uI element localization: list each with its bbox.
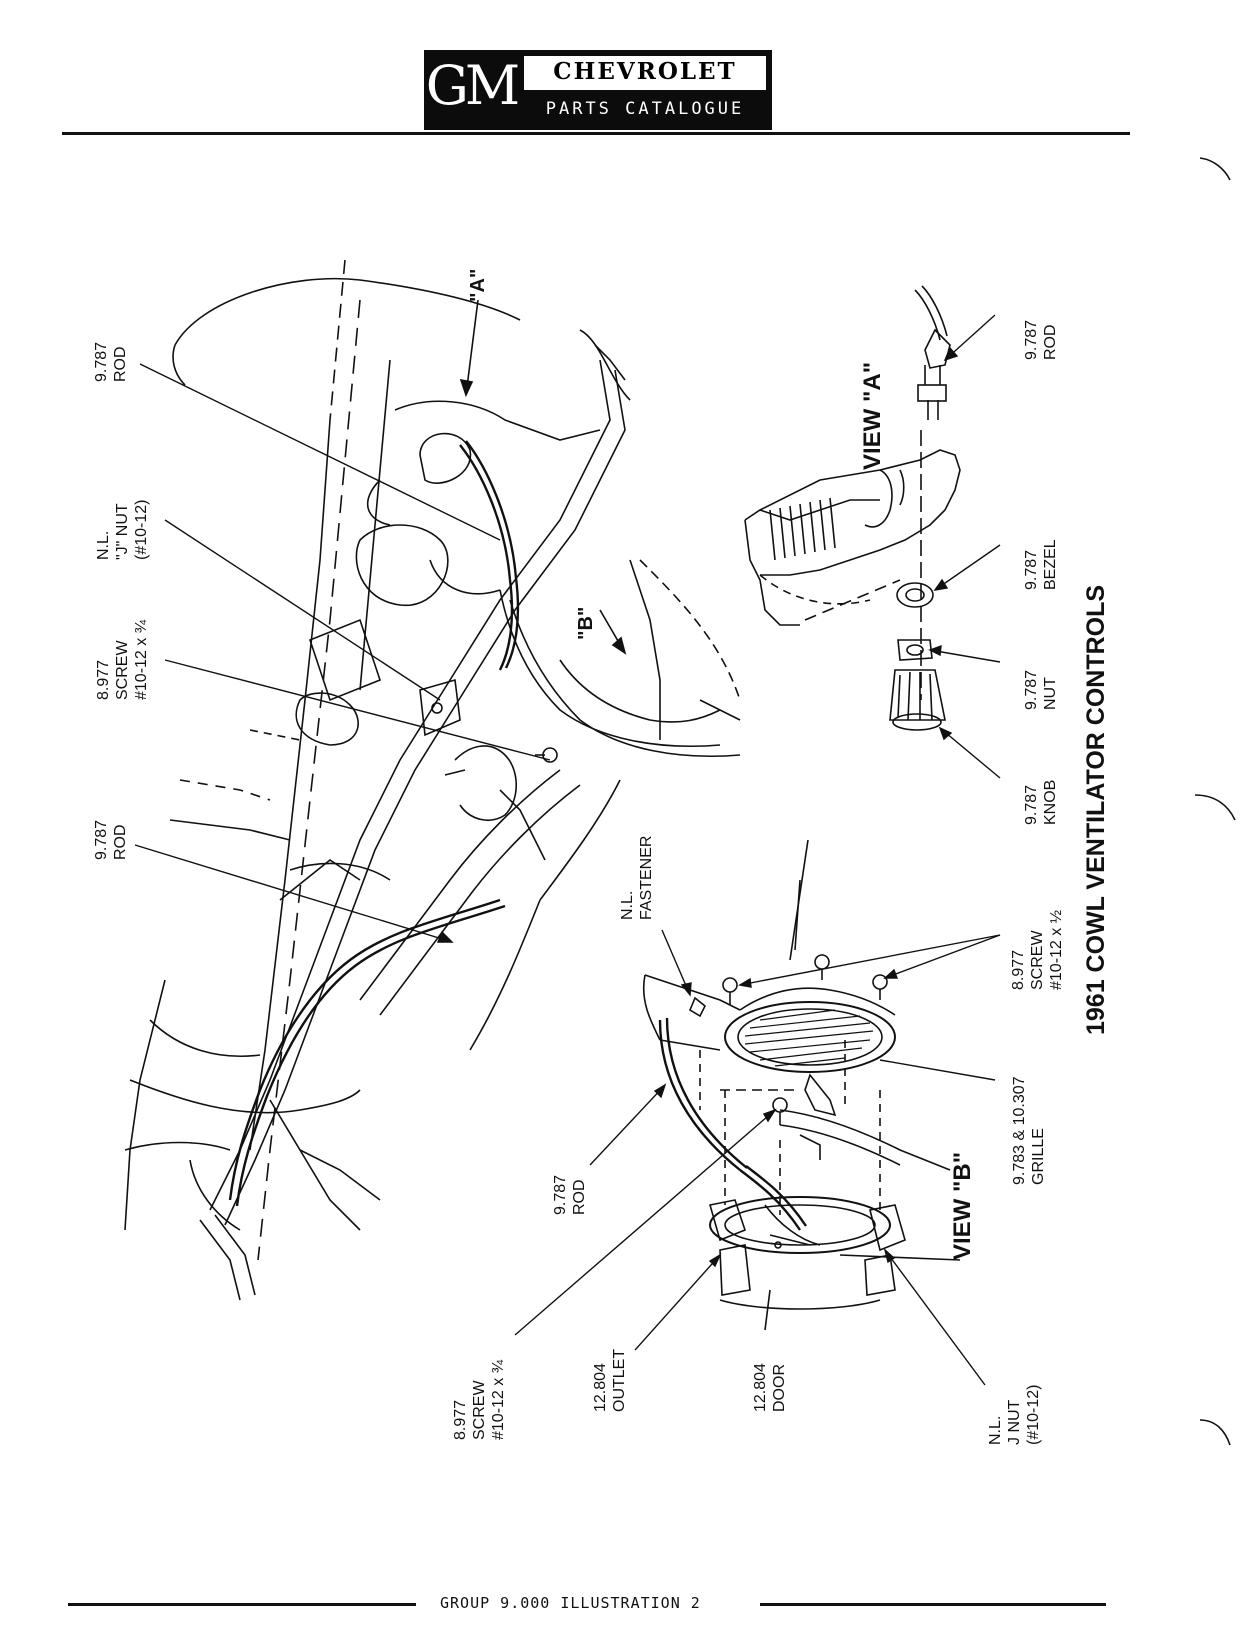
svg-text:#10-12 x ½: #10-12 x ½ (1048, 910, 1065, 990)
leader-lines-main (134, 363, 551, 943)
svg-text:ROD: ROD (1042, 324, 1059, 360)
svg-text:FASTENER: FASTENER (638, 836, 655, 920)
footer-text: GROUP 9.000 ILLUSTRATION 2 (440, 1594, 701, 1612)
header-rule (62, 132, 1130, 135)
view-a-drawing (744, 285, 961, 731)
label-outlet: 12.804 OUTLET (592, 1349, 628, 1412)
page-edge-marks (1194, 157, 1236, 1446)
svg-text:BEZEL: BEZEL (1042, 539, 1059, 590)
cowl-structure-drawing (124, 259, 741, 1301)
svg-text:9.787: 9.787 (93, 820, 110, 860)
svg-text:ROD: ROD (112, 824, 129, 860)
view-b-drawing (642, 839, 961, 1331)
gm-chevrolet-logo: GM CHEVROLET PARTS CATALOGUE (424, 50, 772, 130)
svg-text:12.804: 12.804 (592, 1363, 609, 1412)
svg-text:J NUT: J NUT (1006, 1399, 1023, 1445)
svg-text:SCREW: SCREW (1029, 930, 1046, 990)
svg-text:NUT: NUT (1042, 677, 1059, 710)
label-rod-b: 9.787 ROD (552, 1175, 588, 1215)
callout-b (599, 609, 627, 655)
svg-text:9.787: 9.787 (1023, 670, 1040, 710)
grille-louvers (744, 1009, 874, 1067)
page-footer: GROUP 9.000 ILLUSTRATION 2 (0, 1590, 1246, 1620)
label-bezel: 9.787 BEZEL (1023, 539, 1059, 590)
svg-text:SCREW: SCREW (114, 640, 131, 700)
diagram-title: 1961 COWL VENTILATOR CONTROLS (1082, 585, 1110, 1035)
svg-text:9.787: 9.787 (552, 1175, 569, 1215)
svg-text:9.787: 9.787 (1023, 550, 1040, 590)
svg-text:9.787: 9.787 (1023, 320, 1040, 360)
svg-text:(#10-12): (#10-12) (133, 500, 150, 560)
svg-text:N.L.: N.L. (95, 531, 112, 560)
control-rod-cables (228, 440, 520, 1207)
svg-text:ROD: ROD (571, 1179, 588, 1215)
svg-text:(#10-12): (#10-12) (1025, 1385, 1042, 1445)
label-knob: 9.787 KNOB (1023, 780, 1059, 825)
svg-text:9.787: 9.787 (1023, 785, 1040, 825)
svg-text:DOOR: DOOR (771, 1364, 788, 1412)
catalogue-subtitle: PARTS CATALOGUE (545, 99, 745, 119)
label-rod-a: 9.787 ROD (1023, 320, 1059, 360)
leader-lines-view-a (928, 314, 1001, 779)
callout-a-label: "A" (467, 269, 489, 302)
view-b-heading: VIEW "B" (949, 1152, 976, 1260)
label-door: 12.804 DOOR (752, 1363, 788, 1412)
svg-text:"J" NUT: "J" NUT (114, 503, 131, 560)
svg-text:#10-12 x ¾: #10-12 x ¾ (133, 619, 150, 700)
svg-text:12.804: 12.804 (752, 1363, 769, 1412)
callout-b-label: "B" (575, 607, 597, 640)
callout-a (459, 299, 479, 398)
svg-text:ROD: ROD (112, 346, 129, 382)
svg-text:9.787: 9.787 (93, 342, 110, 382)
label-grille: 9.783 & 10.307 GRILLE (1011, 1076, 1047, 1185)
label-rod-top: 9.787 ROD (93, 342, 129, 382)
label-nut: 9.787 NUT (1023, 670, 1059, 710)
svg-text:KNOB: KNOB (1042, 780, 1059, 825)
svg-text:#10-12 x ¾: #10-12 x ¾ (490, 1359, 507, 1440)
svg-text:GRILLE: GRILLE (1030, 1128, 1047, 1185)
svg-text:OUTLET: OUTLET (611, 1349, 628, 1412)
leader-lines-view-b (514, 929, 1001, 1386)
svg-text:8.977: 8.977 (1010, 950, 1027, 990)
label-screw-top: 8.977 SCREW #10-12 x ¾ (95, 619, 150, 700)
svg-text:N.L.: N.L. (987, 1416, 1004, 1445)
label-jnut-top: N.L. "J" NUT (#10-12) (95, 500, 150, 560)
svg-text:SCREW: SCREW (471, 1380, 488, 1440)
svg-text:9.783 & 10.307: 9.783 & 10.307 (1011, 1076, 1028, 1185)
label-jnut-b: N.L. J NUT (#10-12) (987, 1385, 1042, 1445)
label-rod-mid: 9.787 ROD (93, 820, 129, 860)
label-screw-grille: 8.977 SCREW #10-12 x ½ (1010, 910, 1065, 990)
label-fastener: N.L. FASTENER (619, 836, 655, 920)
gm-logo-letters: GM (425, 54, 520, 117)
svg-text:8.977: 8.977 (452, 1400, 469, 1440)
view-a-heading: VIEW "A" (859, 362, 886, 470)
brand-name: CHEVROLET (553, 58, 737, 85)
control-bracket-assembly (419, 678, 558, 861)
label-screw-b: 8.977 SCREW #10-12 x ¾ (452, 1359, 507, 1440)
svg-text:8.977: 8.977 (95, 660, 112, 700)
svg-text:N.L.: N.L. (619, 891, 636, 920)
